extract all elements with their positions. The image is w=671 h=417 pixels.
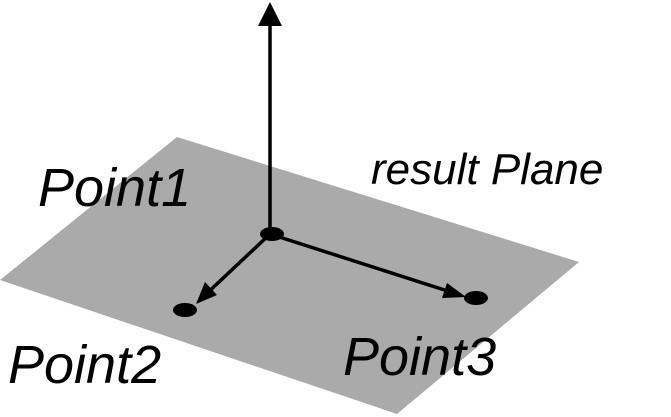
point2-dot (173, 303, 197, 317)
point3-arrowhead (442, 283, 466, 298)
vector-to-point2 (201, 232, 272, 299)
point1-dot (260, 227, 284, 241)
result-plane (0, 137, 579, 414)
plane-label: result Plane (371, 145, 603, 194)
point1-label: Point1 (38, 158, 191, 218)
point2-label: Point2 (8, 335, 161, 395)
point3-label: Point3 (343, 327, 496, 387)
point2-arrowhead (196, 282, 217, 304)
point3-dot (464, 291, 488, 305)
vector-to-point3 (269, 232, 458, 296)
normal-arrowhead (258, 2, 282, 26)
